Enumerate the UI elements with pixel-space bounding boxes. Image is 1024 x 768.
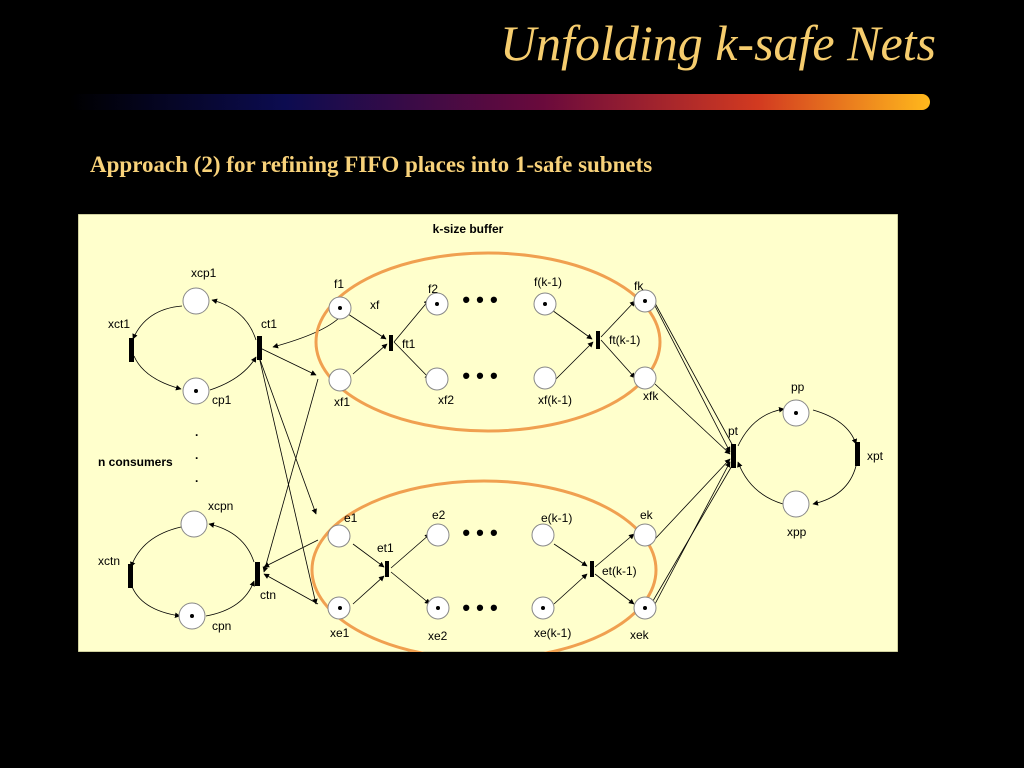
- transition-etkm1: [590, 561, 594, 577]
- label-et1: et1: [377, 541, 394, 555]
- label-xf: xf: [370, 298, 380, 312]
- label-f1: f1: [334, 277, 344, 291]
- transition-xctn: [128, 564, 133, 588]
- label-xcp1: xcp1: [191, 266, 217, 280]
- panel-background: [78, 214, 898, 652]
- place-ekm1: [531, 523, 555, 547]
- place-e1: [327, 524, 351, 548]
- place-ek: [633, 523, 657, 547]
- label-xfkm1: xf(k-1): [538, 393, 572, 407]
- arcs: [130, 293, 858, 619]
- slide-subtitle: Approach (2) for refining FIFO places in…: [90, 152, 653, 177]
- transition-ctn: [255, 562, 260, 586]
- label-xekm1: xe(k-1): [534, 626, 571, 640]
- label-f2: f2: [428, 282, 438, 296]
- place-xcpn: [180, 510, 208, 538]
- label-e2: e2: [432, 508, 446, 522]
- transition-et1: [385, 561, 389, 577]
- label-xpp: xpp: [787, 525, 807, 539]
- place-xf2: [425, 367, 449, 391]
- petri-net-diagram: k-size buffer n consumers . . . • • • • …: [78, 214, 898, 652]
- label-ekm1: e(k-1): [541, 511, 572, 525]
- vdot-2: .: [195, 448, 198, 462]
- label-xek: xek: [630, 628, 650, 642]
- place-xfkm1: [533, 366, 557, 390]
- label-ft1: ft1: [402, 337, 416, 351]
- label-ct1: ct1: [261, 317, 277, 331]
- place-xf1: [328, 368, 352, 392]
- vdot-3: .: [195, 471, 198, 485]
- buffer-label: k-size buffer: [433, 222, 504, 236]
- ellipsis-e: • • •: [462, 520, 497, 545]
- label-fkm1: f(k-1): [534, 275, 562, 289]
- label-etkm1: et(k-1): [602, 564, 637, 578]
- transition-ft1: [389, 335, 393, 351]
- label-fk: fk: [634, 279, 644, 293]
- label-xcpn: xcpn: [208, 499, 233, 513]
- transition-xpt: [855, 442, 860, 466]
- place-xcp1: [182, 287, 210, 315]
- label-cpn: cpn: [212, 619, 231, 633]
- place-e2: [426, 523, 450, 547]
- bottom-buffer-ellipse: [310, 479, 658, 652]
- transition-pt: [731, 444, 736, 468]
- label-xctn: xctn: [98, 554, 120, 568]
- vdot-1: .: [195, 425, 198, 439]
- label-pp: pp: [791, 380, 805, 394]
- slide-title: Unfolding k-safe Nets: [499, 15, 936, 71]
- place-xfk: [633, 366, 657, 390]
- label-pt: pt: [728, 424, 739, 438]
- label-xfk: xfk: [643, 389, 659, 403]
- ellipsis-xf: • • •: [462, 363, 497, 388]
- label-xpt: xpt: [867, 449, 884, 463]
- label-e1: e1: [344, 511, 358, 525]
- tokens: [190, 299, 798, 618]
- label-ctn: ctn: [260, 588, 276, 602]
- transition-ftkm1: [596, 331, 600, 349]
- label-ftkm1: ft(k-1): [609, 333, 640, 347]
- title-gradient-bar: [70, 94, 930, 110]
- top-buffer-ellipse: [314, 251, 662, 433]
- label-xf1: xf1: [334, 395, 350, 409]
- label-xe2: xe2: [428, 629, 448, 643]
- place-xpp: [782, 490, 810, 518]
- transition-xct1: [129, 338, 134, 362]
- ellipsis-xe: • • •: [462, 595, 497, 620]
- label-xe1: xe1: [330, 626, 350, 640]
- transition-ct1: [257, 336, 262, 360]
- consumers-label: n consumers: [98, 455, 173, 469]
- label-cp1: cp1: [212, 393, 232, 407]
- label-xf2: xf2: [438, 393, 454, 407]
- ellipsis-f: • • •: [462, 287, 497, 312]
- label-xct1: xct1: [108, 317, 130, 331]
- label-ek: ek: [640, 508, 654, 522]
